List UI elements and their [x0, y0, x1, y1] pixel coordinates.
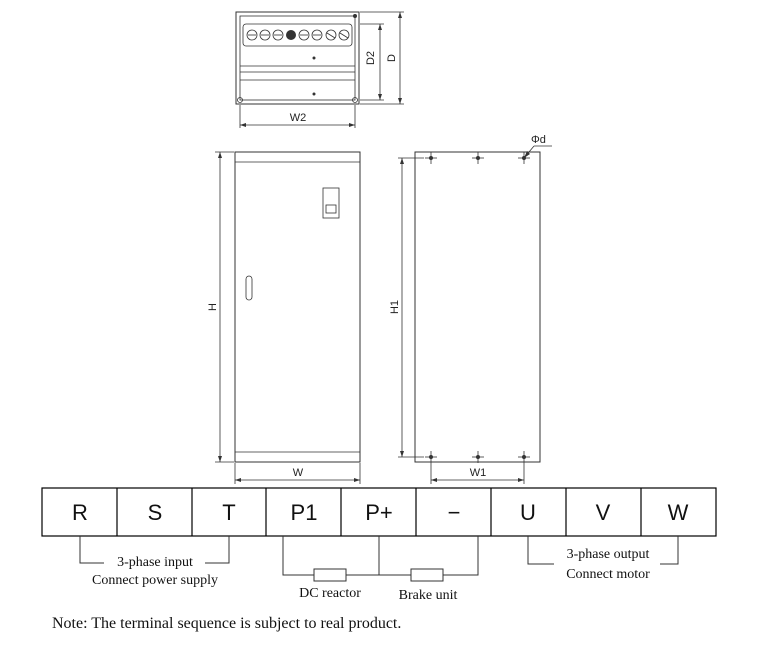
- dc-reactor-connection: [282, 536, 380, 582]
- terminal-sequence-note: Note: The terminal sequence is subject t…: [52, 615, 401, 632]
- dim-phi-d-label: Φd: [531, 134, 546, 146]
- top-view: D2 D W2: [235, 11, 404, 128]
- dim-w1-label: W1: [470, 467, 487, 479]
- output-bracket: [527, 536, 679, 565]
- terminal-r-label: R: [72, 500, 88, 525]
- terminal-w-label: W: [668, 500, 689, 525]
- terminal-v-label: V: [596, 500, 611, 525]
- terminal-s-label: S: [148, 500, 163, 525]
- terminal-strip: R S T P1 P+ − U V W: [41, 487, 717, 537]
- front-view: H W: [207, 151, 361, 484]
- terminal-pplus-label: P+: [365, 500, 393, 525]
- dim-h-label: H: [207, 303, 219, 311]
- dc-reactor-resistor-icon: [313, 568, 347, 582]
- brake-unit-connection: [379, 536, 479, 582]
- input-bracket: [79, 536, 230, 564]
- dim-w2-label: W2: [290, 112, 307, 124]
- dim-w-label: W: [293, 467, 304, 479]
- input-line2-label: Connect power supply: [92, 573, 218, 588]
- terminal-u-label: U: [520, 500, 536, 525]
- mounting-view: Φd H1 W1: [389, 134, 552, 484]
- dc-reactor-label: DC reactor: [299, 586, 361, 601]
- dim-d2-label: D2: [365, 51, 377, 65]
- dim-d-label: D: [386, 54, 398, 62]
- input-line1-label: 3-phase input: [117, 555, 193, 570]
- output-line1-label: 3-phase output: [567, 547, 650, 562]
- dim-h1-label: H1: [389, 300, 401, 314]
- terminal-t-label: T: [222, 500, 235, 525]
- terminal-p1-label: P1: [291, 500, 318, 525]
- terminal-minus-label: −: [448, 500, 461, 525]
- output-line2-label: Connect motor: [566, 567, 650, 582]
- brake-unit-resistor-icon: [410, 568, 444, 582]
- brake-unit-label: Brake unit: [399, 588, 458, 603]
